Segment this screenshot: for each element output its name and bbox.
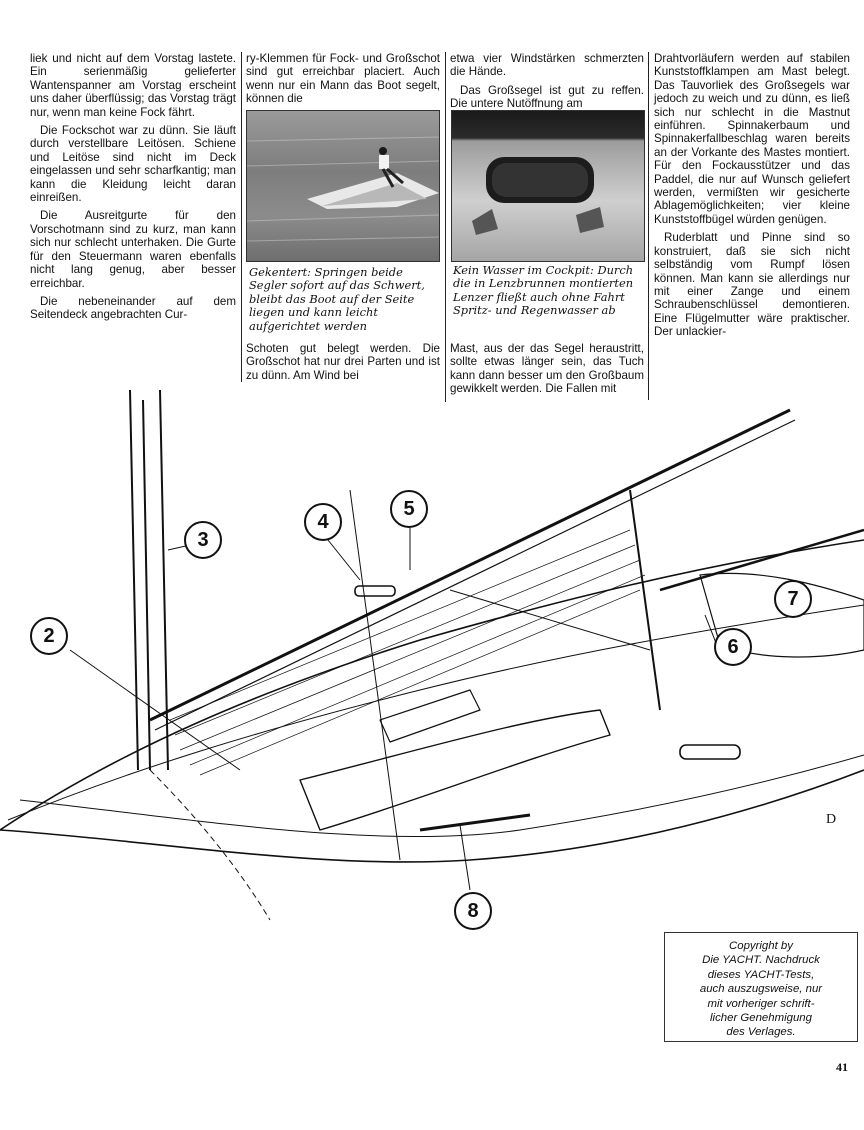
- column-divider: [241, 52, 242, 382]
- column-divider: [445, 52, 446, 402]
- paragraph: Die Ausreitgurte für den Vorschotmann si…: [30, 209, 236, 290]
- copyright-text: Copyright by Die YACHT. Nachdruck dieses…: [699, 940, 823, 1039]
- text-column-1: liek und nicht auf dem Vorstag lastete. …: [30, 52, 236, 327]
- paragraph: Das Großsegel ist gut zu reffen. Die unt…: [450, 83, 644, 111]
- paragraph: Die Fockschot war zu dünn. Sie läuft dur…: [30, 124, 236, 205]
- text-column-4: Drahtvorläufern werden auf stabilen Kuns…: [654, 52, 850, 344]
- paragraph: Mast, aus der das Segel heraustritt, sol…: [450, 342, 644, 396]
- paragraph: etwa vier Windstärken schmerzten die Hän…: [450, 52, 644, 79]
- callout-5: 5: [390, 490, 428, 528]
- cockpit-drain-image: [472, 157, 604, 235]
- cockpit-drain-photo: [451, 110, 645, 262]
- paragraph: liek und nicht auf dem Vorstag lastete. …: [30, 52, 236, 119]
- paragraph: Schoten gut belegt werden. Die Großschot…: [246, 342, 440, 382]
- copyright-notice: Copyright by Die YACHT. Nachdruck dieses…: [664, 932, 858, 1042]
- callout-4: 4: [304, 503, 342, 541]
- photo-caption-cockpit: Kein Wasser im Cockpit: Durch die in Len…: [453, 263, 634, 318]
- text-column-3-top: etwa vier Windstärken schmerzten die Hän…: [450, 52, 644, 116]
- callout-6: 6: [714, 628, 752, 666]
- text-column-2-top: ry-Klemmen für Fock- und Großschot sind …: [246, 52, 440, 111]
- text-column-2-bottom: Schoten gut belegt werden. Die Großschot…: [246, 342, 440, 387]
- dinghy-deck-illustration: [0, 390, 864, 921]
- page-number: 41: [836, 1060, 848, 1074]
- capsized-boat-image: [247, 136, 439, 242]
- photo-caption-capsized: Gekentert: Springen beide Segler sofort …: [249, 265, 425, 333]
- callout-3: 3: [184, 521, 222, 559]
- capsized-boat-photo: [246, 110, 440, 262]
- paragraph: ry-Klemmen für Fock- und Großschot sind …: [246, 52, 440, 106]
- column-divider: [648, 52, 649, 400]
- text-column-3-bottom: Mast, aus der das Segel heraustritt, sol…: [450, 342, 644, 401]
- paragraph: Drahtvorläufern werden auf stabilen Kuns…: [654, 52, 850, 226]
- callout-2: 2: [30, 617, 68, 655]
- paragraph: Die nebeneinander auf dem Seitendeck ang…: [30, 294, 236, 322]
- callout-7: 7: [774, 580, 812, 618]
- artist-signature: D: [826, 812, 837, 827]
- paragraph: Ruderblatt und Pinne sind so konstruiert…: [654, 231, 850, 339]
- callout-8: 8: [454, 892, 492, 930]
